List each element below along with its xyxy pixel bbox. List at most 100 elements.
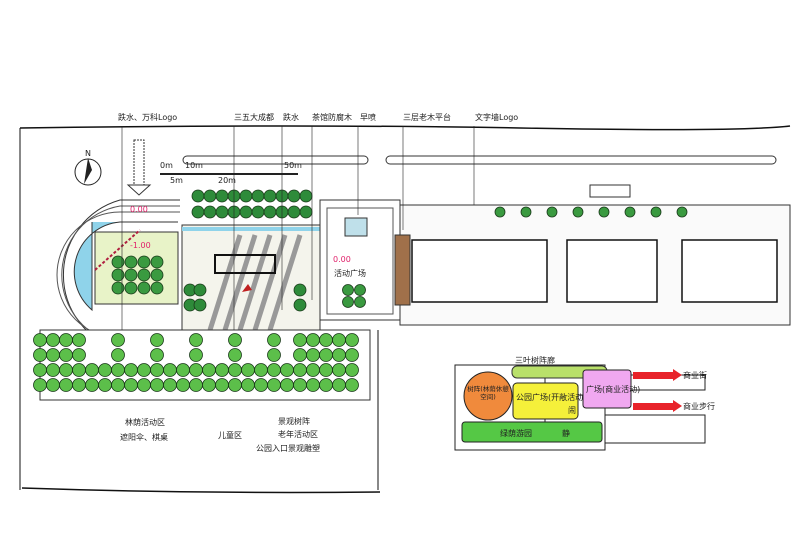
tree-icon (342, 296, 354, 308)
tree-icon (46, 348, 60, 362)
svg-text:儿童区: 儿童区 (218, 430, 242, 440)
tree-icon (319, 333, 333, 347)
tree-icon (520, 206, 532, 218)
tree-icon (176, 363, 190, 377)
svg-text:0.00: 0.00 (130, 205, 148, 214)
tree-icon (59, 333, 73, 347)
tree-icon (111, 363, 125, 377)
tree-icon (163, 363, 177, 377)
building-2 (566, 239, 658, 303)
tree-icon (267, 348, 281, 362)
svg-text:绿荫游园: 绿荫游园 (500, 428, 532, 438)
top-annotations: 跌水、万科Logo 三五大成都 跌水 茶馆防腐木 早喷 三层老木平台 文字墙Lo… (118, 112, 518, 330)
function-bubble-diagram: 三叶树阵廊 公园广场(开敞活动) 闹 树阵(林荫休憩空间) 广场(商业活动) 绿… (454, 355, 715, 451)
svg-text:林荫活动区: 林荫活动区 (125, 417, 165, 427)
tree-icon (202, 363, 216, 377)
north-arrow-icon: N (74, 149, 102, 186)
road-1 (182, 155, 369, 165)
annotation: 茶馆防腐木 (312, 112, 352, 122)
annotation: 文字墙Logo (475, 112, 518, 122)
tree-icon (306, 363, 320, 377)
svg-text:老年活动区: 老年活动区 (278, 429, 318, 439)
svg-text:-1.00: -1.00 (130, 241, 151, 250)
top-border (19, 125, 791, 131)
tree-icon (124, 268, 138, 282)
svg-text:静: 静 (562, 428, 570, 438)
tree-icon (319, 348, 333, 362)
tree-icon (111, 268, 125, 282)
tree-icon (189, 378, 203, 392)
tree-icon (293, 348, 307, 362)
tree-icon (59, 363, 73, 377)
entrance-arrow-icon (126, 139, 152, 196)
tree-icon (287, 189, 301, 203)
tree-icon (215, 363, 229, 377)
tree-icon (111, 255, 125, 269)
tree-icon (293, 283, 307, 297)
svg-text:N: N (85, 149, 91, 158)
tree-icon (345, 363, 359, 377)
tree-icon (299, 189, 313, 203)
svg-text:广场(商业活动): 广场(商业活动) (586, 384, 640, 394)
tree-icon (203, 205, 217, 219)
svg-text:公园入口景观雕塑: 公园入口景观雕塑 (256, 443, 320, 453)
tree-icon (98, 378, 112, 392)
tree-icon (46, 333, 60, 347)
tree-icon (124, 255, 138, 269)
street-arrow-1 (633, 372, 673, 379)
building-strip (394, 184, 791, 326)
tree-icon (306, 378, 320, 392)
tree-icon (251, 205, 265, 219)
svg-text:遮阳伞、棋桌: 遮阳伞、棋桌 (120, 432, 168, 442)
kiosk (589, 184, 631, 198)
tree-icon (306, 333, 320, 347)
svg-text:商业街: 商业街 (683, 370, 707, 380)
tree-icon (319, 378, 333, 392)
tree-icon (546, 206, 558, 218)
tree-icon (72, 363, 86, 377)
tree-icon (299, 205, 313, 219)
tree-icon (332, 333, 346, 347)
tree-icon (267, 333, 281, 347)
tree-icon (228, 363, 242, 377)
tree-icon (150, 378, 164, 392)
tree-icon (215, 378, 229, 392)
tree-icon (263, 189, 277, 203)
tree-icon (150, 363, 164, 377)
tree-icon (111, 333, 125, 347)
tree-icon (72, 378, 86, 392)
tree-icon (342, 284, 354, 296)
tree-icon (332, 363, 346, 377)
tree-icon (319, 363, 333, 377)
tree-icon (150, 281, 164, 295)
street-arrow-2 (633, 403, 673, 410)
tree-icon (33, 378, 47, 392)
annotation: 三层老木平台 (403, 112, 451, 122)
tree-icon (676, 206, 688, 218)
tree-icon (124, 281, 138, 295)
tree-icon (203, 189, 217, 203)
tree-icon (202, 378, 216, 392)
tree-icon (124, 363, 138, 377)
tree-icon (267, 363, 281, 377)
tree-icon (254, 363, 268, 377)
tree-icon (241, 363, 255, 377)
tree-icon (137, 281, 151, 295)
tree-icon (85, 363, 99, 377)
tree-icon (193, 283, 207, 297)
tree-icon (33, 333, 47, 347)
tree-icon (354, 284, 366, 296)
tree-icon (33, 363, 47, 377)
tree-icon (228, 333, 242, 347)
svg-text:景观树阵: 景观树阵 (278, 416, 310, 426)
tree-icon (137, 378, 151, 392)
tree-icon (293, 298, 307, 312)
tree-icon (163, 378, 177, 392)
green-garden-node (461, 421, 603, 443)
tree-icon (280, 378, 294, 392)
tree-icon (176, 378, 190, 392)
tree-icon (241, 378, 255, 392)
tree-icon (345, 378, 359, 392)
tree-icon (280, 363, 294, 377)
tree-icon (137, 255, 151, 269)
